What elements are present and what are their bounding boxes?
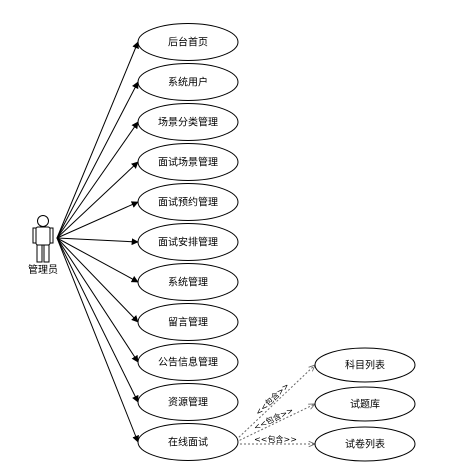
use-case: 公告信息管理 — [137, 343, 239, 381]
included-use-case: 试题库 — [314, 386, 416, 422]
use-case: 在线面试 — [137, 423, 239, 461]
use-case-ellipse — [137, 143, 239, 181]
use-case-ellipse — [137, 23, 239, 61]
include-label: <<包含>> — [254, 434, 297, 444]
association-line — [56, 201, 139, 239]
use-case-ellipse — [137, 103, 239, 141]
association-line — [56, 41, 139, 239]
include-relations: <<包含>><<包含>><<包含>> — [235, 365, 315, 444]
use-case-label: 场景分类管理 — [158, 116, 218, 129]
association-line — [56, 237, 139, 443]
include-line — [235, 403, 315, 443]
use-case-label: 在线面试 — [168, 436, 208, 449]
use-case-label: 面试安排管理 — [158, 236, 218, 249]
use-case: 场景分类管理 — [137, 103, 239, 141]
actor-left-leg-icon — [36, 244, 43, 263]
included-use-case-label: 试卷列表 — [345, 438, 385, 451]
actor-left-arm-icon — [32, 227, 37, 244]
association-line — [56, 237, 139, 246]
use-case-list: 后台首页系统用户场景分类管理面试场景管理面试预约管理面试安排管理系统管理留言管理… — [137, 23, 239, 461]
included-use-case: 科目列表 — [314, 347, 416, 383]
actor — [32, 215, 54, 263]
use-case-ellipse — [137, 303, 239, 341]
use-case: 系统管理 — [137, 263, 239, 301]
association-line — [56, 161, 139, 239]
use-case-ellipse — [137, 183, 239, 221]
association-line — [56, 237, 139, 403]
included-use-case-label: 试题库 — [350, 398, 380, 411]
use-case-label: 资源管理 — [168, 396, 208, 409]
included-use-case-ellipse — [314, 426, 416, 462]
use-case-label: 公告信息管理 — [158, 356, 218, 369]
use-case-ellipse — [137, 383, 239, 421]
use-case: 面试场景管理 — [137, 143, 239, 181]
use-case-label: 系统管理 — [168, 276, 208, 289]
use-case: 面试安排管理 — [137, 223, 239, 261]
association-line — [56, 237, 139, 323]
included-use-case-ellipse — [314, 386, 416, 422]
use-case-label: 面试预约管理 — [158, 196, 218, 209]
use-case: 面试预约管理 — [137, 183, 239, 221]
association-line — [56, 121, 139, 239]
association-line — [56, 237, 139, 283]
included-use-case-ellipse — [314, 347, 416, 383]
included-use-case: 试卷列表 — [314, 426, 416, 462]
use-case-label: 留言管理 — [168, 316, 208, 329]
use-case: 留言管理 — [137, 303, 239, 341]
actor-label: 管理员 — [28, 263, 58, 276]
association-lines — [56, 41, 139, 443]
use-case-label: 后台首页 — [168, 36, 208, 49]
actor-right-leg-icon — [43, 244, 50, 263]
included-use-case-label: 科目列表 — [345, 359, 385, 372]
use-case-ellipse — [137, 263, 239, 301]
use-case: 资源管理 — [137, 383, 239, 421]
use-case-label: 面试场景管理 — [158, 156, 218, 169]
use-case-ellipse — [137, 63, 239, 101]
include-line — [235, 365, 315, 441]
actor-head-icon — [37, 215, 49, 227]
use-case-label: 系统用户 — [168, 76, 208, 89]
association-line — [56, 237, 139, 363]
actor-right-arm-icon — [49, 227, 54, 244]
use-case-ellipse — [137, 223, 239, 261]
use-case-ellipse — [137, 343, 239, 381]
use-case: 系统用户 — [137, 63, 239, 101]
use-case: 后台首页 — [137, 23, 239, 61]
actor-body-icon — [35, 226, 51, 246]
use-case-ellipse — [137, 423, 239, 461]
association-line — [56, 81, 139, 239]
